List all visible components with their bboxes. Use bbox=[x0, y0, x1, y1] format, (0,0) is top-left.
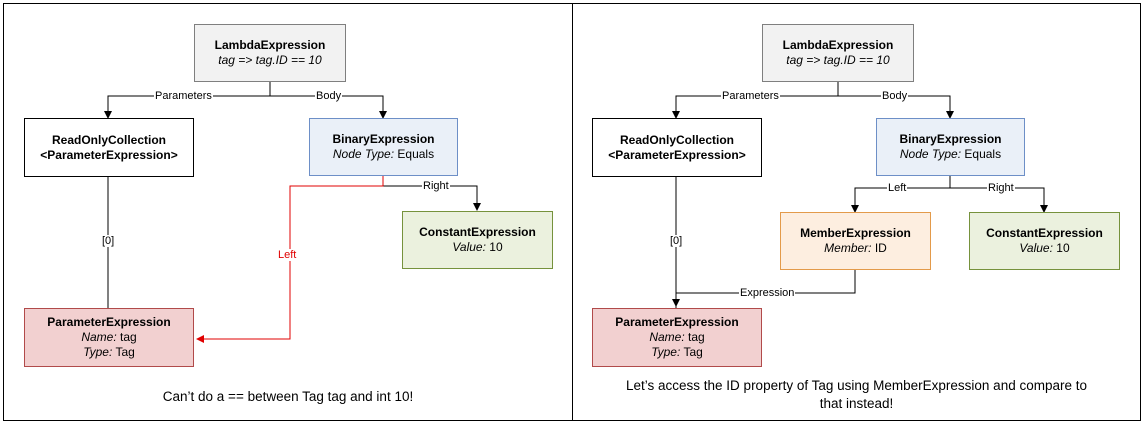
node-title: LambdaExpression bbox=[782, 38, 894, 52]
node-title-generic: <ParameterExpression> bbox=[608, 147, 746, 162]
node-title: ParameterExpression bbox=[615, 315, 739, 329]
node-title: ReadOnlyCollection bbox=[51, 132, 167, 147]
node-title: BinaryExpression bbox=[899, 132, 1002, 146]
node-prop-key: Name: bbox=[649, 330, 685, 344]
left-parameter-node: ParameterExpression Name: tag Type: Tag bbox=[24, 308, 194, 367]
node-title: ReadOnlyCollection bbox=[619, 132, 735, 147]
left-binary-node: BinaryExpression Node Type: Equals bbox=[309, 118, 458, 176]
left-collection-node: ReadOnlyCollection <ParameterExpression> bbox=[24, 118, 194, 177]
right-caption: Let’s access the ID property of Tag usin… bbox=[572, 377, 1141, 413]
node-prop-value: tag bbox=[120, 330, 137, 344]
right-collection-node: ReadOnlyCollection <ParameterExpression> bbox=[592, 118, 762, 177]
node-prop-key: Member: bbox=[824, 241, 872, 255]
left-edge-label-right: Right bbox=[422, 180, 450, 192]
left-edge-label-body: Body bbox=[315, 90, 343, 102]
node-title: LambdaExpression bbox=[214, 38, 326, 52]
node-prop-value: 10 bbox=[1056, 241, 1070, 255]
right-caption-line1: Let’s access the ID property of Tag usin… bbox=[626, 378, 1087, 393]
right-edge-right bbox=[950, 187, 1048, 213]
right-binary-node: BinaryExpression Node Type: Equals bbox=[876, 118, 1025, 176]
right-edge-label-parameters: Parameters bbox=[721, 90, 780, 102]
right-edge-label-body: Body bbox=[881, 90, 909, 102]
right-edge-label-left: Left bbox=[887, 182, 908, 194]
node-prop-value: Equals bbox=[397, 147, 435, 161]
right-constant-node: ConstantExpression Value: 10 bbox=[969, 212, 1120, 270]
node-expression: tag => tag.ID == 10 bbox=[786, 53, 890, 67]
right-edge-label-index: [0] bbox=[669, 235, 684, 247]
node-title: ParameterExpression bbox=[47, 315, 171, 329]
node-title-generic: <ParameterExpression> bbox=[40, 147, 178, 162]
node-prop-key: Type: bbox=[83, 345, 113, 359]
node-title: BinaryExpression bbox=[332, 132, 435, 146]
node-prop-key: Value: bbox=[1019, 241, 1053, 255]
node-prop-value: Tag bbox=[683, 345, 703, 359]
right-parameter-node: ParameterExpression Name: tag Type: Tag bbox=[592, 308, 762, 367]
node-prop-key: Name: bbox=[81, 330, 117, 344]
right-caption-line2: that instead! bbox=[819, 396, 894, 411]
node-prop-key: Value: bbox=[452, 240, 486, 254]
left-lambda-node: LambdaExpression tag => tag.ID == 10 bbox=[194, 24, 346, 82]
left-edge-body bbox=[270, 95, 387, 119]
right-edge-label-expression: Expression bbox=[739, 287, 796, 299]
node-prop-value: 10 bbox=[489, 240, 503, 254]
node-prop-value: ID bbox=[874, 241, 887, 255]
right-lambda-node: LambdaExpression tag => tag.ID == 10 bbox=[762, 24, 914, 82]
right-edge-label-right: Right bbox=[987, 182, 1015, 194]
node-prop-key: Type: bbox=[651, 345, 681, 359]
node-title: MemberExpression bbox=[800, 226, 911, 240]
node-title: ConstantExpression bbox=[419, 225, 536, 239]
left-edge-label-parameters: Parameters bbox=[154, 90, 213, 102]
node-expression: tag => tag.ID == 10 bbox=[218, 53, 322, 67]
left-edge-left-error bbox=[196, 176, 384, 343]
left-constant-node: ConstantExpression Value: 10 bbox=[402, 211, 553, 269]
node-prop-value: tag bbox=[688, 330, 705, 344]
left-caption: Can’t do a == between Tag tag and int 10… bbox=[162, 389, 414, 404]
node-prop-key: Node Type: bbox=[899, 147, 962, 161]
node-prop-key: Node Type: bbox=[332, 147, 395, 161]
node-title: ConstantExpression bbox=[986, 226, 1103, 240]
node-prop-value: Equals bbox=[964, 147, 1002, 161]
left-edge-label-left: Left bbox=[277, 249, 298, 261]
right-edge-body bbox=[838, 95, 954, 119]
left-edge-label-index: [0] bbox=[101, 235, 116, 247]
node-prop-value: Tag bbox=[115, 345, 135, 359]
right-member-node: MemberExpression Member: ID bbox=[780, 212, 931, 270]
